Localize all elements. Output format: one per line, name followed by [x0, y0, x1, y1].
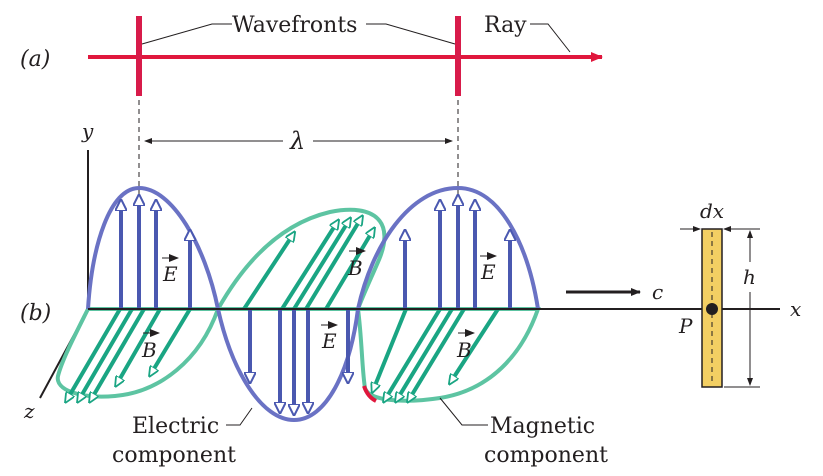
magnetic-label-line1: Magnetic [490, 414, 595, 439]
electric-leader [226, 407, 253, 426]
b-label-2: B [347, 247, 366, 280]
point-p-label: P [678, 314, 693, 338]
dx-label: dx [700, 199, 724, 223]
speed-label: c [652, 280, 663, 304]
magnetic-lobe-3 [355, 307, 541, 403]
svg-text:B: B [347, 256, 363, 280]
h-label: h [743, 265, 756, 289]
svg-text:E: E [321, 329, 337, 353]
panel-b-label: (b) [20, 301, 51, 326]
wavefront-2 [455, 16, 461, 96]
electric-lobe-1 [86, 185, 220, 310]
wavefronts-leader-left [141, 23, 232, 45]
electric-component [86, 185, 540, 423]
panel-a-label: (a) [20, 47, 50, 72]
magnetic-lobe-2 [214, 207, 387, 311]
y-axis-label: y [81, 119, 94, 143]
svg-text:E: E [480, 260, 496, 284]
wavelength-label: λ [289, 127, 305, 155]
magnetic-label-line2: component [484, 443, 608, 468]
x-axis-label: x [790, 297, 801, 321]
b-label-3: B [456, 329, 475, 362]
e-label-2: E [321, 321, 338, 353]
e-label-1: E [162, 254, 179, 286]
electric-lobe-2 [216, 308, 360, 423]
magnetic-leader [439, 397, 488, 426]
electric-label-line2: component [112, 443, 236, 468]
wavefronts-leader-right [366, 23, 456, 45]
ray-leader [530, 23, 571, 53]
z-axis-label: z [23, 399, 35, 423]
b-label-1: B [141, 329, 160, 362]
svg-text:B: B [141, 338, 157, 362]
e-label-3: E [480, 252, 497, 284]
point-p-dot [706, 303, 718, 315]
red-highlight-mark [362, 385, 377, 403]
ray-label: Ray [484, 13, 527, 38]
electric-lobe-3 [356, 185, 540, 310]
electric-label-line1: Electric [132, 414, 219, 439]
magnetic-component [55, 207, 541, 403]
wavefront-1 [136, 16, 142, 96]
svg-text:E: E [162, 262, 178, 286]
wavefronts-label: Wavefronts [232, 13, 357, 38]
svg-text:B: B [456, 338, 472, 362]
